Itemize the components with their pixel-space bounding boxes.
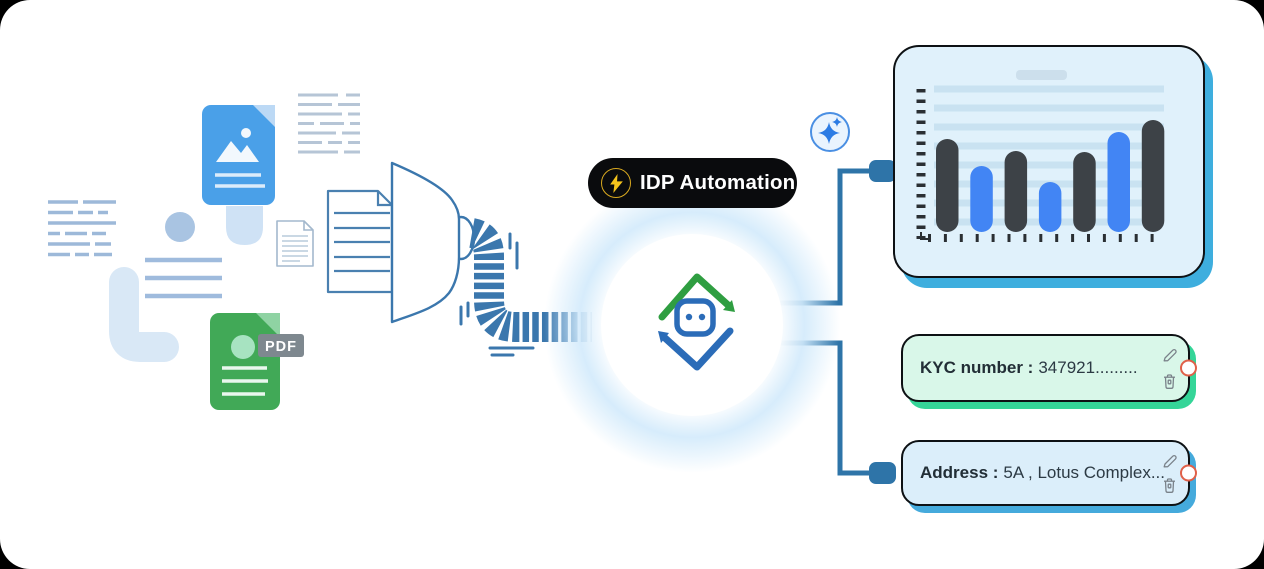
- kyc-field-card[interactable]: KYC number :347921.........: [901, 334, 1197, 402]
- address-value: 5A , Lotus Complex...: [1003, 463, 1166, 482]
- blue-arrowhead: [658, 331, 669, 343]
- chart-bar-2: [970, 166, 993, 232]
- idp-automation-badge: IDP Automation: [588, 158, 797, 208]
- kyc-value: 347921.........: [1038, 358, 1138, 377]
- chart-bar-5: [1073, 152, 1096, 232]
- delete-icon[interactable]: [1160, 476, 1178, 494]
- funnel-document: [326, 189, 394, 294]
- pdf-badge-label: PDF: [265, 339, 297, 355]
- dot-shape: [165, 212, 195, 242]
- pdf-badge: [258, 334, 304, 357]
- funnel: [390, 161, 461, 324]
- green-arrowhead: [723, 300, 735, 312]
- delete-icon[interactable]: [1160, 372, 1178, 390]
- sun-icon: [241, 128, 251, 138]
- chart-bar-6: [1107, 132, 1130, 232]
- suction-hose: [468, 218, 592, 342]
- lightning-icon: [601, 168, 631, 198]
- robot-logo: [658, 273, 735, 371]
- text-lines-left: [48, 200, 116, 257]
- corner-shape: [109, 267, 179, 362]
- small-outline-document: [276, 220, 314, 267]
- axis-corner: [920, 232, 928, 240]
- sparkle-icon: [810, 112, 850, 152]
- address-field-card[interactable]: Address :5A , Lotus Complex...: [901, 440, 1197, 506]
- badge-label: IDP Automation: [640, 171, 796, 194]
- chart-bar-4: [1038, 182, 1062, 232]
- folded-corner: [253, 105, 275, 127]
- kyc-field-text: KYC number :347921.........: [903, 358, 1138, 378]
- connector-plug-address: [869, 462, 896, 484]
- robot-eye-right: [698, 313, 706, 321]
- pdf-document: PDF: [210, 313, 304, 410]
- chart-bars: [936, 120, 1165, 232]
- folded-corner: [256, 313, 280, 337]
- chart-bar-1: [936, 139, 959, 232]
- kyc-label: KYC number :: [920, 358, 1034, 377]
- address-label: Address :: [920, 463, 999, 482]
- speed-dashes: [459, 232, 535, 357]
- kyc-connector-node[interactable]: [1180, 359, 1197, 377]
- chart-title-placeholder: [1016, 70, 1067, 80]
- chart-bar-7: [1141, 120, 1165, 232]
- mountain-icon: [216, 141, 259, 162]
- edit-icon[interactable]: [1160, 346, 1178, 364]
- robot-eye-left: [685, 313, 693, 321]
- image-document: [202, 105, 275, 205]
- text-lines-top: [298, 93, 360, 154]
- chart-bar-3: [1004, 151, 1028, 232]
- bookmark-shape: [226, 206, 263, 245]
- address-field-text: Address :5A , Lotus Complex...: [903, 463, 1165, 483]
- address-connector-node[interactable]: [1180, 464, 1197, 482]
- edit-icon[interactable]: [1160, 452, 1178, 470]
- avatar-dot: [231, 335, 255, 359]
- text-lines-center: [145, 257, 222, 299]
- robot-face: [674, 298, 716, 337]
- connector-plug-chart: [869, 160, 896, 182]
- bar-chart: [916, 70, 1166, 242]
- analytics-chart-card: [893, 45, 1205, 278]
